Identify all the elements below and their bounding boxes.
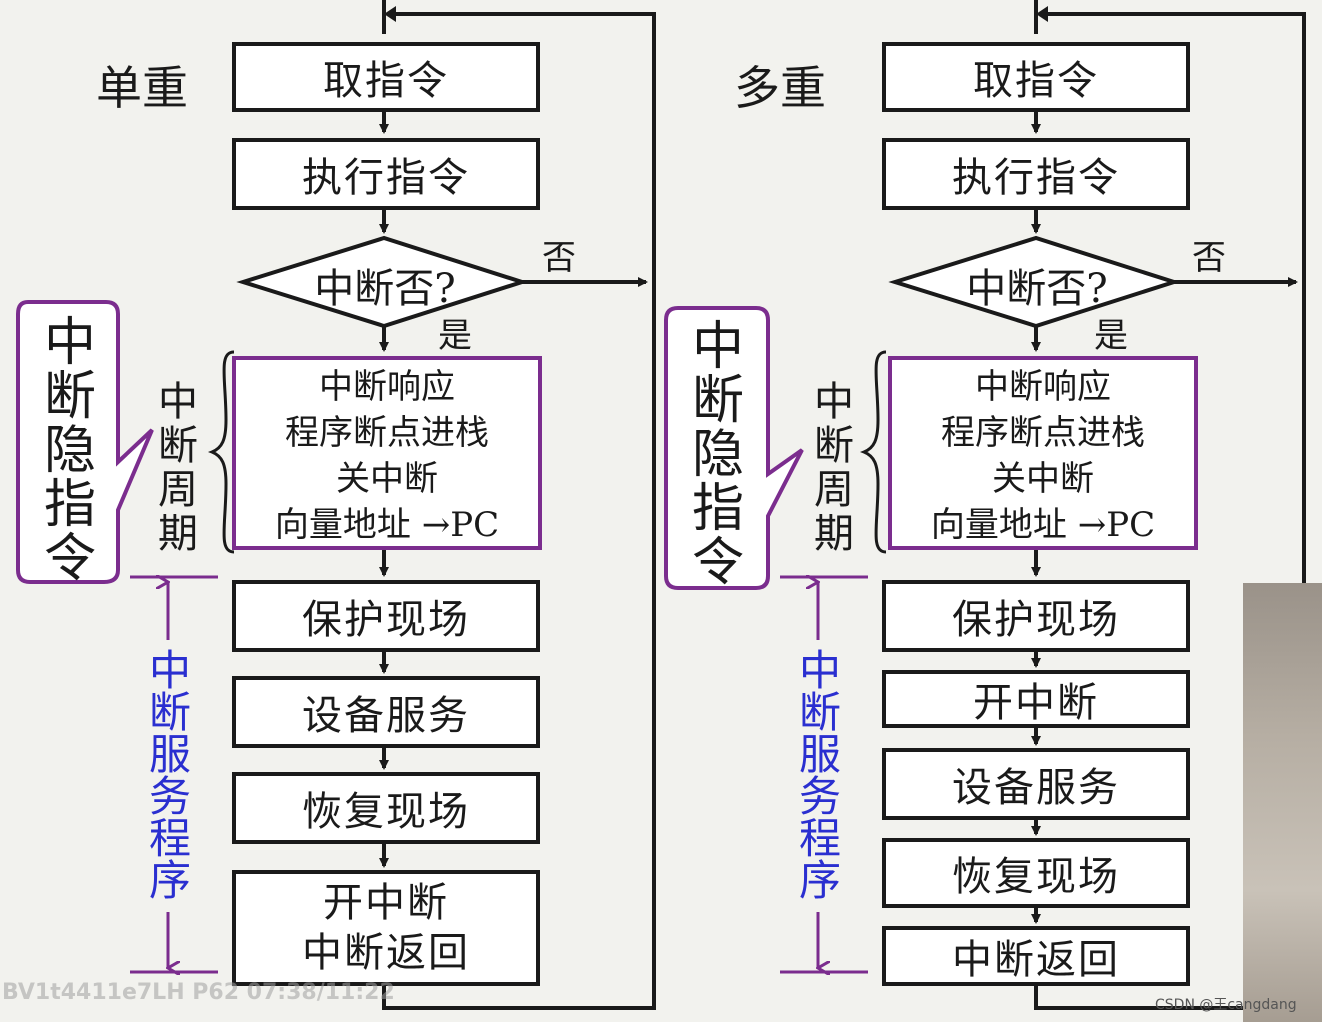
right-loop-arrowhead <box>1036 6 1048 22</box>
right-execute-box: 执行指令 <box>882 138 1190 210</box>
right-title: 多重 <box>734 61 826 115</box>
right-cycle-line-1: 中断响应 <box>975 367 1111 407</box>
left-enable-interrupt-text: 开中断 <box>323 880 449 926</box>
right-no-label: 否 <box>1192 238 1226 278</box>
left-restore-context-box: 恢复现场 <box>232 772 540 844</box>
right-loop-back <box>1044 12 1306 583</box>
left-cycle-line-4: 向量地址 →PC <box>274 505 500 545</box>
left-save-context-box: 保护现场 <box>232 580 540 652</box>
right-cycle-line-2: 程序断点进栈 <box>941 413 1145 453</box>
right-decision-text: 中断否? <box>966 266 1108 312</box>
left-loop-back <box>382 12 656 1010</box>
left-yes-label: 是 <box>438 316 472 356</box>
video-watermark: BV1t4411e7LH P62 07:38/11:22 <box>2 980 395 1005</box>
left-device-service-box: 设备服务 <box>232 676 540 748</box>
right-save-context-box: 保护现场 <box>882 580 1190 652</box>
right-interrupt-cycle-box: 中断响应 程序断点进栈 关中断 向量地址 →PC <box>888 356 1198 550</box>
left-callout-text: 中断隐指令 <box>43 313 96 589</box>
left-interrupt-return-text: 中断返回 <box>302 930 470 976</box>
right-interrupt-return-box: 中断返回 <box>882 926 1190 986</box>
left-cycle-line-3: 关中断 <box>336 459 438 499</box>
left-callout-bubble <box>16 300 154 584</box>
left-cycle-line-2: 程序断点进栈 <box>285 413 489 453</box>
left-service-label: 中断服务程序 <box>148 646 191 905</box>
right-device-service-box: 设备服务 <box>882 748 1190 820</box>
left-no-label: 否 <box>542 238 576 278</box>
right-restore-context-box: 恢复现场 <box>882 838 1190 908</box>
left-decision-diamond <box>236 235 529 329</box>
right-callout-bubble <box>664 306 804 590</box>
left-cycle-line-1: 中断响应 <box>319 367 455 407</box>
right-loop-bottom <box>1034 984 1243 1010</box>
webcam-overlay <box>1243 583 1322 1022</box>
right-decision-diamond <box>888 235 1181 329</box>
left-execute-box: 执行指令 <box>232 138 540 210</box>
left-decision-text: 中断否? <box>314 266 456 312</box>
right-cycle-label: 中断周期 <box>814 379 854 557</box>
left-flow-lines <box>379 0 656 1010</box>
left-cycle-brace <box>207 350 235 554</box>
right-cycle-line-4: 向量地址 →PC <box>930 505 1156 545</box>
left-fetch-box: 取指令 <box>232 42 540 112</box>
left-interrupt-cycle-box: 中断响应 程序断点进栈 关中断 向量地址 →PC <box>232 356 542 550</box>
right-cycle-line-3: 关中断 <box>992 459 1094 499</box>
left-loop-arrowhead <box>384 6 396 22</box>
right-fetch-box: 取指令 <box>882 42 1190 112</box>
right-callout-text: 中断隐指令 <box>691 317 744 593</box>
right-cycle-brace <box>859 350 887 554</box>
right-enable-interrupt-box: 开中断 <box>882 670 1190 728</box>
left-title: 单重 <box>96 61 188 115</box>
right-yes-label: 是 <box>1094 316 1128 356</box>
left-cycle-label: 中断周期 <box>158 379 198 557</box>
left-return-box: 开中断 中断返回 <box>232 870 540 986</box>
csdn-credit: CSDN @王cangdang <box>1155 997 1297 1013</box>
right-flow-lines <box>1031 0 1306 1010</box>
right-service-label: 中断服务程序 <box>798 646 841 905</box>
